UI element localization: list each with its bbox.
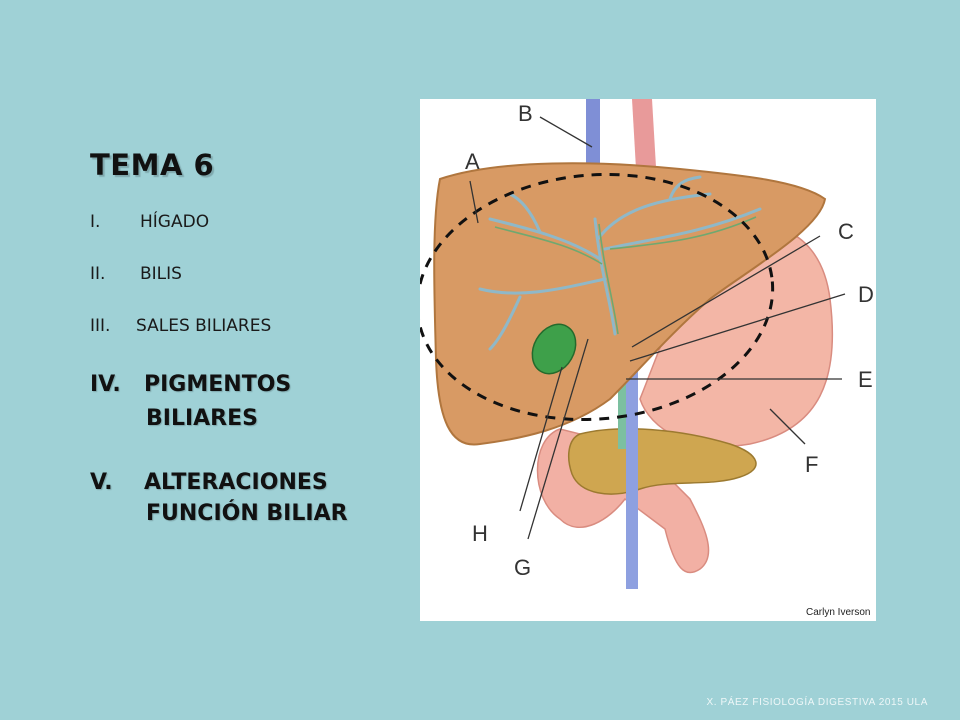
topic-text: BILIS <box>140 264 182 284</box>
topic-item-pigmentos: IV. PIGMENTOS <box>90 372 291 397</box>
topic-text-continuation: FUNCIÓN BILIAR <box>146 501 348 526</box>
topic-number: III. <box>90 316 111 336</box>
label-a: A <box>465 149 480 174</box>
label-b: B <box>518 101 533 126</box>
label-e: E <box>858 367 873 392</box>
slide-footer: X. PÁEZ FISIOLOGÍA DIGESTIVA 2015 ULA <box>706 697 928 708</box>
label-c: C <box>838 219 854 244</box>
topic-text: SALES BILIARES <box>136 316 272 336</box>
illustration-credit: Carlyn Iverson <box>806 607 870 618</box>
label-h: H <box>472 521 488 546</box>
gallbladder-shape <box>531 323 577 375</box>
topic-text-continuation: BILIARES <box>146 406 258 431</box>
leader-lines <box>469 116 846 540</box>
topic-text: ALTERACIONES <box>144 470 328 495</box>
anatomy-illustration: A B C D E F G H Carlyn Iverson <box>420 99 874 618</box>
bile-duct-vessel <box>618 339 626 449</box>
liver-shape <box>433 162 827 446</box>
vena-cava-vessel <box>586 99 600 179</box>
topic-number: IV. <box>90 372 121 397</box>
hepatic-artery-tree <box>494 216 757 335</box>
topic-item: II. BILIS <box>90 264 182 284</box>
aorta-vessel <box>632 99 656 169</box>
topic-item: III. SALES BILIARES <box>90 316 271 336</box>
portal-vein-vessel <box>626 329 638 589</box>
pancreas-shape <box>567 428 757 495</box>
bile-duct-tree <box>478 175 762 351</box>
topic-number: I. <box>90 212 101 232</box>
label-g: G <box>514 555 531 580</box>
topic-item: I. HÍGADO <box>90 212 209 232</box>
label-d: D <box>858 282 874 307</box>
topic-text: PIGMENTOS <box>144 372 292 397</box>
liver-anatomy-figure: A B C D E F G H Carlyn Iverson <box>420 99 876 621</box>
topic-number: V. <box>90 470 113 495</box>
label-f: F <box>805 452 818 477</box>
stomach-shape <box>639 225 834 447</box>
topic-text: HÍGADO <box>140 212 210 232</box>
topic-item-alteraciones: V. ALTERACIONES <box>90 470 328 495</box>
topic-number: II. <box>90 264 106 284</box>
slide-title: TEMA 6 <box>90 148 215 182</box>
